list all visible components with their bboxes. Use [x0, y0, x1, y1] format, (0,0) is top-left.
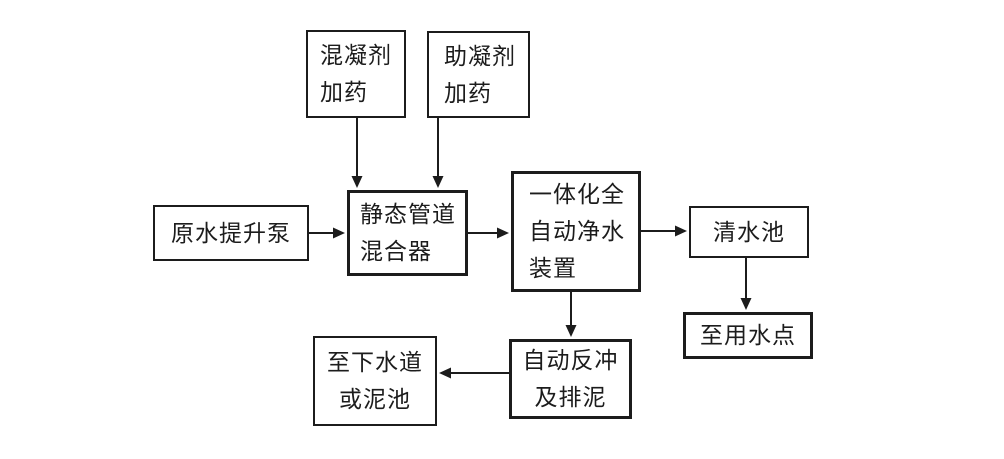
node-label: 至用水点: [700, 323, 796, 348]
node-label: 装置: [529, 256, 577, 281]
node-label: 清水池: [713, 219, 785, 245]
node-label: 混凝剂: [320, 43, 392, 68]
node-label: 助凝剂: [444, 43, 516, 69]
node-clear-water-tank: 清水池: [689, 206, 809, 258]
node-integrated-auto-purifier: 一体化全 自动净水 装置: [511, 171, 641, 292]
node-label: 或泥池: [339, 387, 411, 412]
node-label: 加药: [444, 80, 492, 106]
node-label: 自动反冲: [522, 348, 619, 373]
node-to-sewer-or-mud-pond: 至下水道 或泥池: [313, 336, 437, 426]
node-label: 原水提升泵: [171, 220, 291, 246]
node-label: 一体化全: [529, 182, 625, 207]
node-label: 混合器: [360, 239, 432, 264]
node-label: 自动净水: [529, 219, 625, 244]
node-coagulant-dosing: 混凝剂 加药: [306, 30, 406, 118]
node-to-water-use-point: 至用水点: [683, 312, 813, 359]
node-coagulant-aid-dosing: 助凝剂 加药: [427, 31, 530, 118]
node-static-pipe-mixer: 静态管道 混合器: [347, 190, 468, 276]
node-raw-water-lift-pump: 原水提升泵: [153, 205, 309, 261]
node-label: 至下水道: [327, 350, 423, 375]
node-auto-backwash-sludge: 自动反冲 及排泥: [509, 339, 632, 419]
node-label: 加药: [320, 80, 368, 105]
node-label: 及排泥: [534, 385, 607, 410]
node-label: 静态管道: [360, 202, 456, 227]
